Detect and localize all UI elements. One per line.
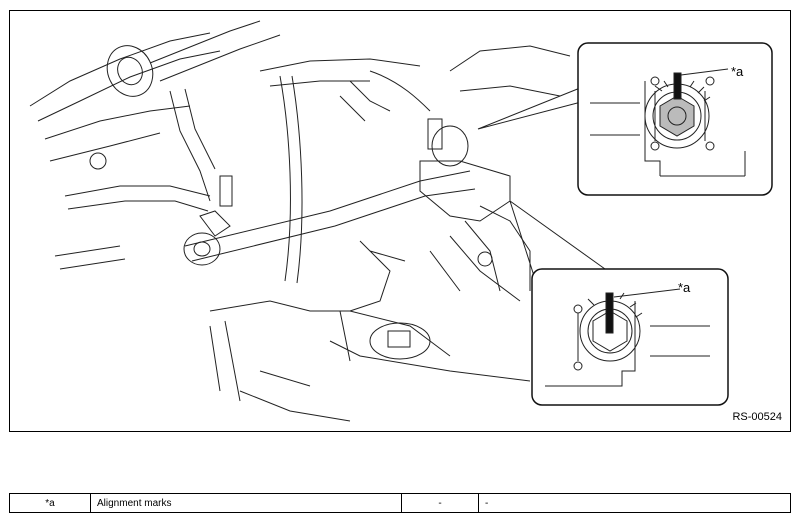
leader-bottom bbox=[509, 200, 606, 280]
lateral-link bbox=[183, 170, 476, 266]
bushing-bracket bbox=[419, 45, 571, 302]
legend-description: Alignment marks bbox=[90, 493, 402, 513]
detail-inset-bottom bbox=[531, 268, 729, 406]
legend-key: *a bbox=[9, 493, 91, 513]
figure-code: RS-00524 bbox=[732, 411, 782, 423]
legend-key-2: - bbox=[401, 493, 479, 513]
suspension-illustration bbox=[29, 20, 773, 422]
upper-left-assembly bbox=[29, 20, 431, 284]
lower-mount bbox=[209, 240, 531, 422]
figure-frame: *a *a RS-00524 bbox=[9, 10, 791, 432]
detail-inset-top bbox=[577, 42, 773, 196]
legend-table: *a Alignment marks - - bbox=[9, 493, 791, 513]
legend-description-2: - bbox=[478, 493, 791, 513]
table-row: *a Alignment marks - - bbox=[9, 493, 791, 513]
leader-top bbox=[477, 85, 586, 130]
callout-top-label: *a bbox=[731, 64, 744, 79]
callout-bottom-label: *a bbox=[678, 280, 691, 295]
